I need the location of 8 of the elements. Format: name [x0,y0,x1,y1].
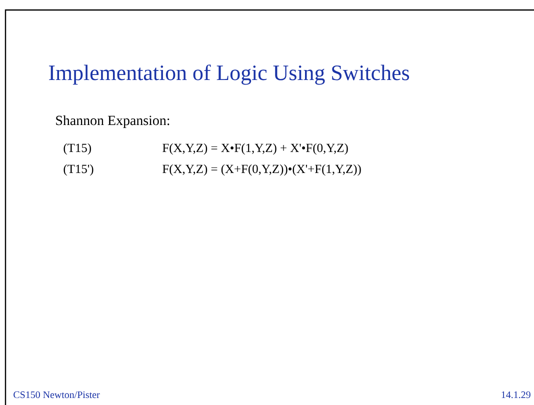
page-number: 14.1.29 [502,391,530,398]
equation: F(X,Y,Z) = X•F(1,Y,Z) + X'•F(0,Y,Z) [162,143,348,155]
footer-text: CS150 Newton/Pister [14,391,100,398]
slide-title: Implementation of Logic Using Switches [49,64,410,85]
equation-number: (T15') [64,164,94,176]
equation-number: (T15) [64,143,91,155]
equation: F(X,Y,Z) = (X+F(0,Y,Z))•(X'+F(1,Y,Z)) [162,164,361,176]
section-heading: Shannon Expansion: [56,115,170,128]
